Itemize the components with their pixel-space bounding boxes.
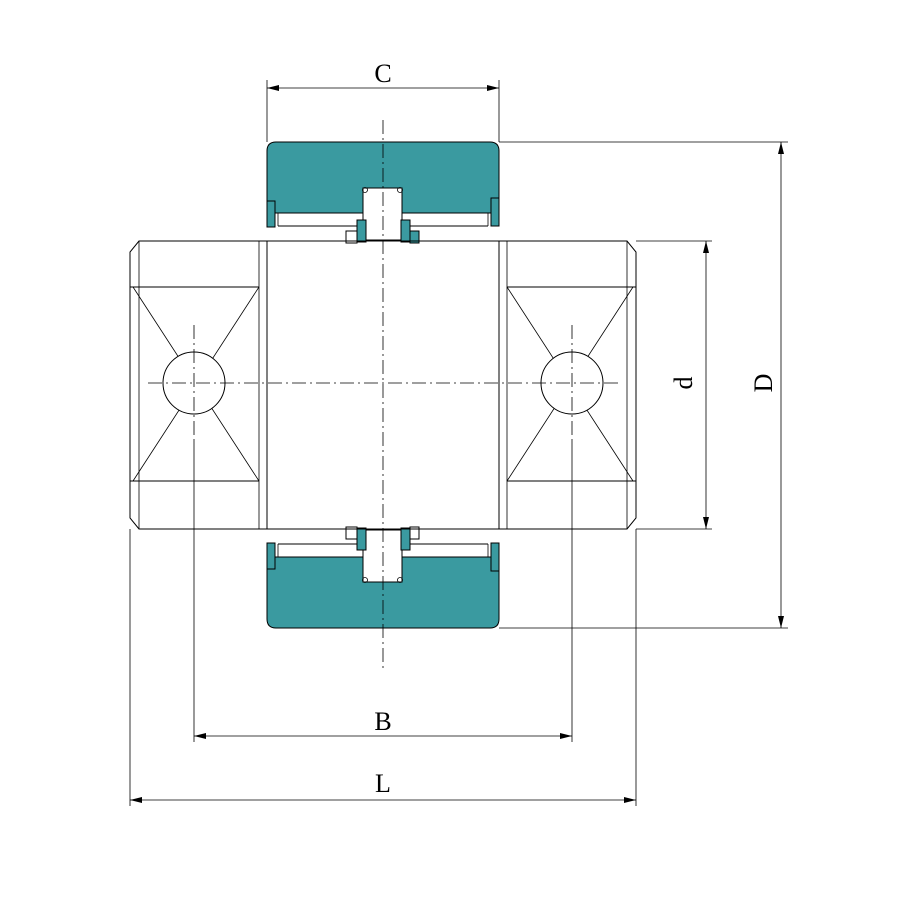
right-collar xyxy=(499,240,637,530)
center-lines xyxy=(148,120,620,672)
ring-lip-br xyxy=(490,542,500,572)
dimension-l: L xyxy=(129,529,637,806)
lube-hole-bottom xyxy=(362,529,403,583)
dimension-c: C xyxy=(266,59,500,142)
label-D: D xyxy=(749,374,778,393)
dimension-d-small: d xyxy=(636,240,712,530)
ring-lip-bl xyxy=(266,542,276,570)
label-l: L xyxy=(375,769,391,798)
label-c: C xyxy=(374,59,391,88)
lube-hole-top xyxy=(362,187,403,241)
left-collar xyxy=(129,240,267,530)
label-d: d xyxy=(669,377,698,390)
outer-ring xyxy=(266,141,500,629)
outer-ring-bottom xyxy=(266,556,500,629)
lube-port xyxy=(345,187,420,583)
label-b: B xyxy=(374,707,391,736)
dimension-d-large: D xyxy=(499,141,788,629)
ring-lip-tr xyxy=(490,197,500,227)
dimension-b: B xyxy=(193,440,573,742)
ring-lip-tl xyxy=(266,200,276,228)
